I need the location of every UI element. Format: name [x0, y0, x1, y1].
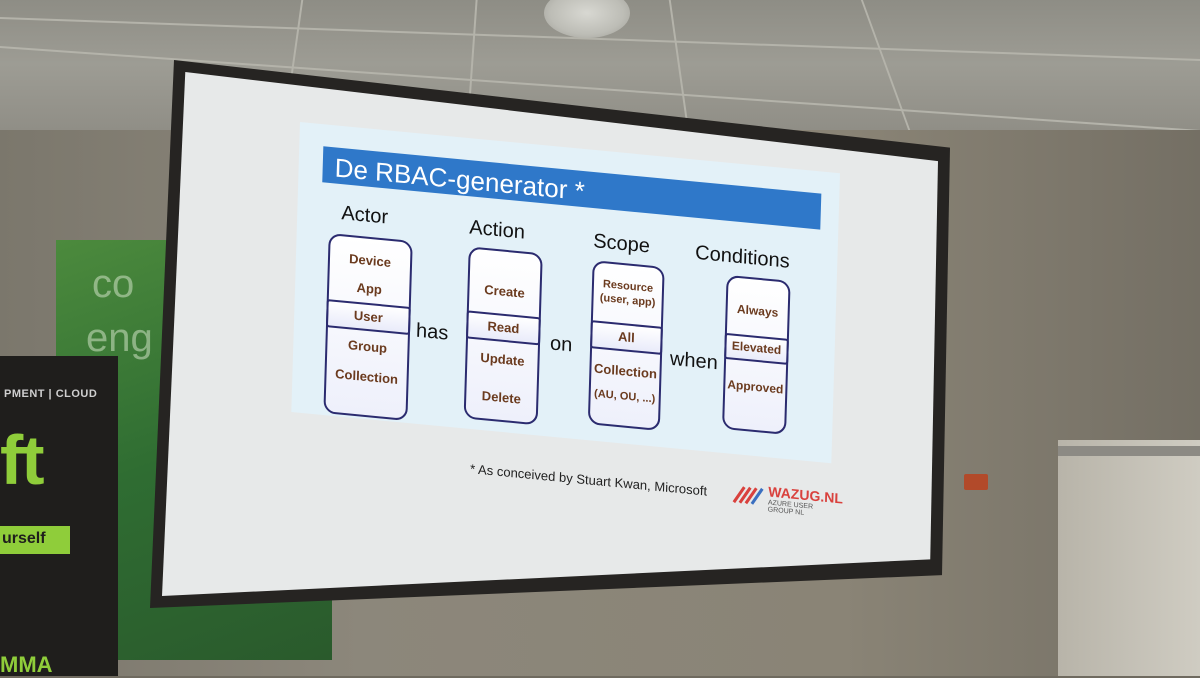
actor-item-collection: Collection: [334, 366, 399, 388]
flipchart-bar: [1058, 446, 1200, 456]
wall-alarm-icon: [964, 474, 988, 490]
action-item-delete: Delete: [481, 388, 522, 407]
actor-item-group: Group: [347, 337, 388, 356]
scope-box: Resource (user, app) All Collection (AU,…: [587, 260, 665, 431]
slide-title: De RBAC-generator *: [334, 152, 586, 207]
condition-item-always: Always: [736, 301, 779, 320]
roll-banner-tag-background: [0, 526, 70, 554]
actor-item-user: User: [353, 307, 384, 326]
actor-item-device: Device: [348, 251, 392, 271]
heading-conditions: Conditions: [694, 241, 791, 273]
actor-user-bar: User: [325, 299, 411, 336]
scope-item-collection: Collection: [593, 360, 658, 382]
actor-item-app: App: [356, 279, 383, 298]
flipchart: [1058, 440, 1200, 676]
scope-all-bar: All: [590, 320, 663, 355]
actor-box: Device App User Group Collection: [323, 233, 413, 422]
action-box: Create Read Update Delete: [463, 246, 543, 426]
connector-on: on: [549, 332, 573, 357]
scope-item-all: All: [617, 328, 636, 346]
action-item-update: Update: [480, 349, 525, 369]
roll-banner-label: PMENT | CLOUD: [4, 388, 98, 400]
condition-elevated-bar: Elevated: [724, 332, 789, 365]
roll-banner-tag: urself: [2, 530, 46, 547]
action-read-bar: Read: [466, 310, 541, 346]
banner-text-middle: eng: [86, 316, 153, 360]
projected-slide: De RBAC-generator * Actor Action Scope C…: [291, 122, 843, 517]
condition-item-approved: Approved: [727, 377, 784, 397]
condition-item-elevated: Elevated: [731, 338, 782, 358]
heading-scope: Scope: [592, 230, 651, 258]
banner-text-top: co: [92, 262, 135, 306]
conditions-box: Always Elevated Approved: [722, 274, 791, 435]
action-item-create: Create: [484, 281, 525, 301]
heading-actor: Actor: [341, 202, 389, 229]
roll-banner: [0, 356, 118, 676]
connector-has: has: [415, 319, 449, 345]
heading-action: Action: [469, 216, 526, 244]
action-item-read: Read: [487, 318, 520, 337]
roll-banner-logo-text: ft: [0, 421, 45, 499]
connector-when: when: [669, 347, 719, 375]
roll-banner-bottom-text: MMA: [0, 652, 53, 677]
wazug-logo-icon: [732, 486, 764, 505]
scope-item-collection-detail: (AU, OU, ...): [593, 387, 656, 406]
